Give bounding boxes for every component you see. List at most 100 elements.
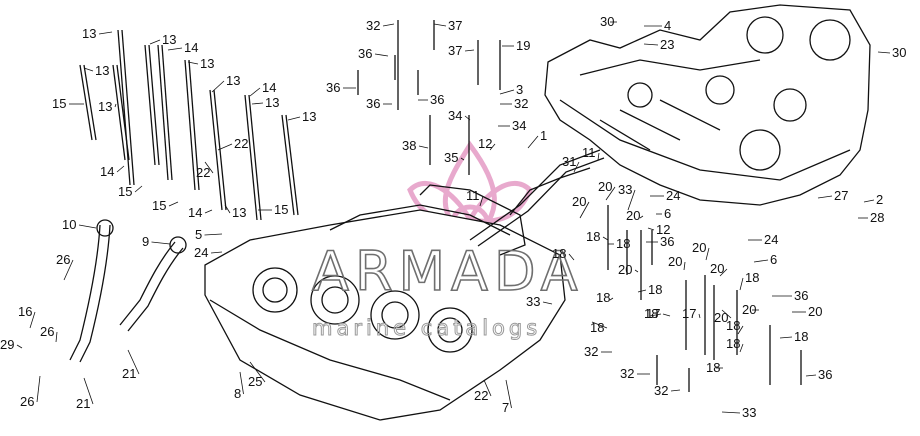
callout-c64: 12	[647, 222, 670, 237]
leader-line	[483, 379, 492, 397]
callout-c2: 13	[149, 32, 176, 47]
callout-c43: 3	[499, 82, 523, 97]
leader-line	[204, 161, 214, 174]
callout-c72: 6	[753, 252, 777, 267]
callout-c11: 13	[287, 109, 316, 124]
leader-line	[877, 51, 891, 54]
part-number-label: 20	[572, 194, 586, 209]
callout-c92: 32	[584, 344, 612, 359]
part-number-label: 20	[808, 304, 822, 319]
leader-line	[251, 102, 264, 105]
callout-c30: 21	[76, 377, 94, 411]
callout-c4: 13	[187, 56, 214, 71]
leader-line	[605, 186, 616, 201]
part-number-label: 32	[366, 18, 380, 33]
callout-c81: 18	[644, 306, 662, 321]
leader-line	[721, 411, 741, 414]
part-number-label: 2	[876, 192, 883, 207]
callout-c31: 8	[234, 371, 244, 401]
leader-line	[721, 309, 732, 319]
callout-c88: 20	[742, 302, 759, 317]
leader-line	[670, 389, 681, 392]
leader-line	[374, 53, 389, 57]
part-number-label: 18	[586, 229, 600, 244]
part-number-label: 20	[692, 240, 706, 255]
callout-c25: 16	[18, 304, 36, 329]
callout-c80: 18	[637, 282, 662, 297]
leader-line	[542, 301, 553, 305]
leader-line	[737, 325, 744, 335]
callout-c90: 18	[726, 318, 744, 335]
callout-c39: 19	[502, 38, 530, 53]
part-number-label: 13	[95, 63, 109, 78]
callout-c79: 18	[739, 270, 759, 291]
part-number-label: 15	[274, 202, 288, 217]
part-number-label: 13	[98, 99, 112, 114]
callout-c22: 24	[194, 245, 223, 260]
leader-line	[739, 277, 744, 291]
leader-line	[83, 377, 94, 405]
part-number-label: 21	[122, 366, 136, 381]
callout-c54: 30	[600, 14, 617, 29]
leader-line	[167, 47, 183, 51]
leader-line	[573, 161, 580, 173]
leader-line	[643, 43, 659, 46]
part-number-label: 13	[82, 26, 96, 41]
part-number-label: 33	[526, 294, 540, 309]
callout-c60: 24	[650, 188, 680, 203]
leader-line	[464, 49, 475, 52]
callout-c70: 18	[596, 290, 614, 305]
part-number-label: 18	[644, 306, 658, 321]
part-number-label: 6	[664, 206, 671, 221]
leader-line	[29, 311, 36, 329]
leader-line	[637, 289, 647, 293]
part-number-label: 20	[626, 208, 640, 223]
part-number-label: 24	[764, 232, 778, 247]
upper-crankcase	[544, 4, 871, 206]
part-number-label: 7	[502, 400, 509, 415]
part-number-label: 18	[706, 360, 720, 375]
oil-hose-10-inner	[79, 224, 111, 363]
part-number-label: 37	[448, 18, 462, 33]
part-number-label: 15	[52, 96, 66, 111]
part-number-label: 36	[326, 80, 340, 95]
callout-c58: 20	[598, 179, 616, 201]
leader-line	[460, 157, 465, 161]
leader-line	[134, 185, 143, 193]
part-number-label: 20	[598, 179, 612, 194]
crankcase-studs	[79, 29, 299, 221]
callout-c45: 34	[448, 108, 471, 123]
callout-c67: 36	[646, 234, 674, 249]
part-number-label: 28	[870, 210, 884, 225]
callout-c63: 6	[656, 206, 671, 221]
callout-c8: 13	[251, 95, 279, 110]
callout-c18: 13	[224, 204, 246, 220]
part-number-label: 23	[660, 37, 674, 52]
part-number-label: 1	[540, 128, 547, 143]
leader-line	[149, 39, 161, 45]
callout-c83: 33	[526, 294, 553, 309]
callout-c62: 20	[626, 208, 644, 223]
leader-line	[649, 313, 662, 317]
leader-line	[98, 31, 113, 35]
leader-line	[479, 195, 484, 207]
leader-line	[114, 103, 117, 108]
part-number-label: 5	[195, 227, 202, 242]
callout-c77: 20	[668, 254, 686, 271]
leader-line	[287, 116, 301, 121]
hose-fitting-10	[96, 219, 114, 237]
part-number-label: 18	[745, 270, 759, 285]
callout-c40: 36	[326, 80, 356, 95]
callout-c23: 9	[142, 234, 171, 249]
callout-c16: 15	[152, 198, 179, 213]
leader-line	[739, 343, 744, 353]
leader-line	[55, 331, 58, 343]
callout-c55: 4	[644, 18, 671, 33]
leader-line	[433, 23, 447, 27]
part-number-label: 26	[20, 394, 34, 409]
leader-line	[499, 89, 515, 95]
part-number-label: 36	[366, 96, 380, 111]
part-number-label: 27	[834, 188, 848, 203]
callout-c34: 7	[502, 379, 512, 415]
